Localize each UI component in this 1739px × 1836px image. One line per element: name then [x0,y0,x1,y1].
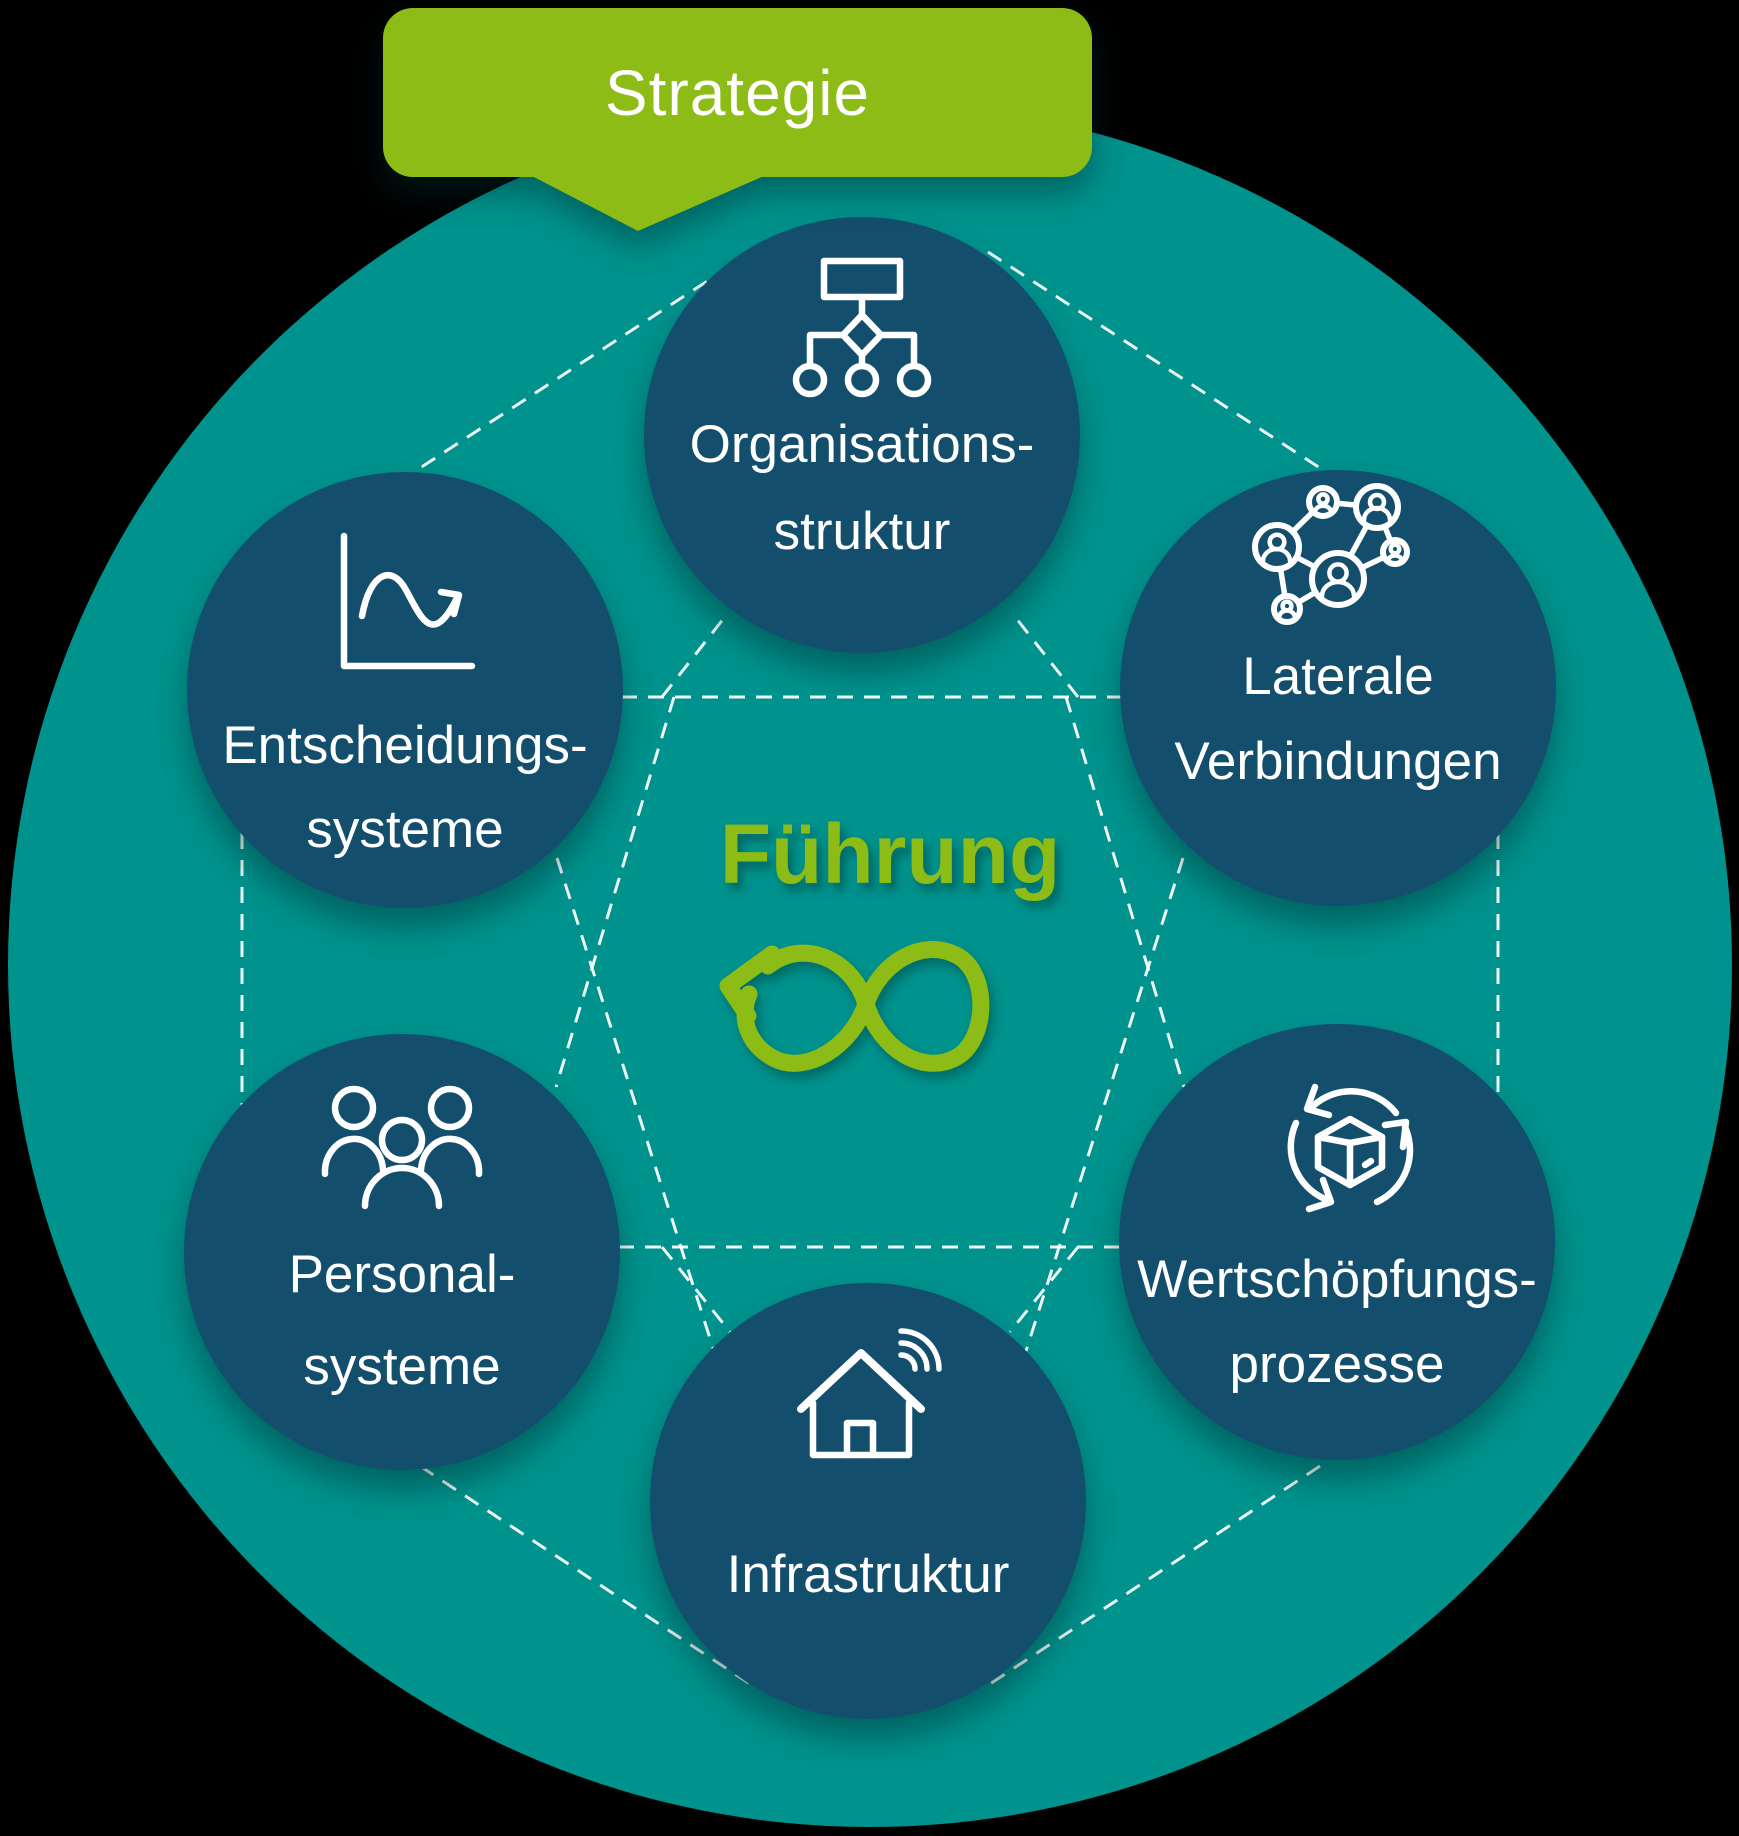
circle-label-line2: prozesse [1229,1335,1445,1394]
center-title: Führung [719,807,1061,901]
circle-label-line1: Entscheidungs- [222,716,588,775]
org-chart-icon [792,257,932,398]
circle-label-line1: Laterale [1242,647,1434,706]
infinity-loop-arrow-icon [719,941,990,1072]
banner-shape: Strategie [383,8,1092,177]
circle-wertschoepfungsprozesse: Wertschöpfungs- prozesse [1119,1024,1555,1460]
circle-infrastruktur: Infrastruktur [650,1283,1086,1719]
people-group-icon [321,1085,483,1210]
circle-label-line1: Wertschöpfungs- [1137,1250,1537,1309]
circle-personalsysteme: Personal- systeme [184,1034,620,1470]
box-cycle-icon [1287,1083,1414,1213]
banner-label: Strategie [604,56,871,129]
circle-entscheidungssysteme: Entscheidungs- systeme [187,472,623,908]
chart-curve-arrow-icon [340,532,476,670]
circle-label-line2: systeme [306,800,504,859]
house-wifi-icon [797,1328,942,1459]
circle-label-line2: struktur [773,502,951,561]
circle-label-line2: systeme [303,1337,501,1396]
circle-label-line1: Personal- [288,1245,516,1304]
circle-label-line1: Organisations- [689,415,1035,474]
circle-label-line2: Verbindungen [1174,732,1502,791]
people-network-icon [1252,483,1410,625]
circle-label-line1: Infrastruktur [726,1545,1010,1604]
circle-laterale-verbindungen: Laterale Verbindungen [1120,470,1556,906]
circle-organisationsstruktur: Organisations- struktur [644,217,1080,653]
